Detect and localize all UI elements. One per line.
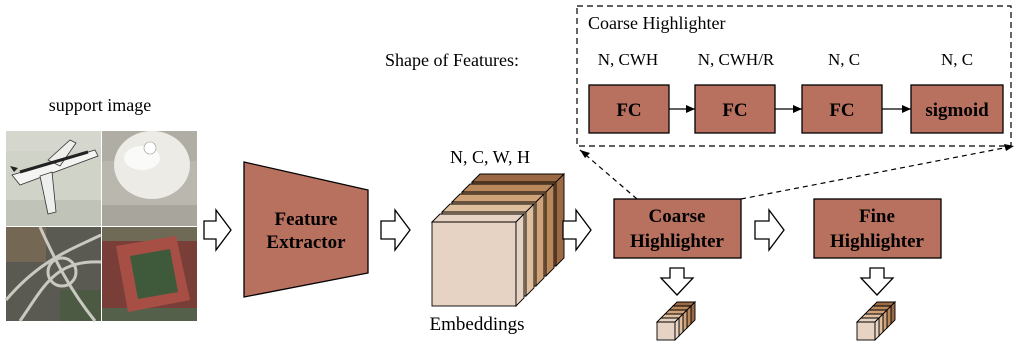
feature-shape-2: N, CWH/R: [698, 50, 775, 69]
fine-highlighter-line1: Fine: [859, 206, 895, 227]
embedding-cube-layer-2: [535, 192, 545, 288]
embedding-cube-layer-4: [470, 173, 566, 183]
flow-arrow-icon: [754, 208, 785, 252]
detail-title: Coarse Highlighter: [588, 13, 725, 33]
fc-block-3-label: FC: [829, 100, 854, 121]
coarse-highlighter-block: [613, 198, 742, 259]
down-arrow-icon: [659, 267, 695, 296]
support-image: [4, 131, 197, 322]
support-tile-airplane: [6, 131, 101, 226]
coarse-output-cube-layer-1: [678, 312, 684, 338]
feature-shape-4: N, C: [941, 50, 973, 69]
embedding-cube-layer-1: [525, 202, 535, 298]
fc-block-1-label: FC: [616, 100, 641, 121]
fine-output-cube-layer-3: [886, 304, 892, 330]
embeddings-cube-stack: [430, 172, 566, 308]
coarse-output-cube-layer-3: [686, 304, 692, 330]
embedding-cube-layer-3: [460, 183, 556, 193]
airplane-icon: [10, 139, 99, 215]
embedding-cube-layer-3: [545, 182, 555, 278]
embedding-cube-layer-1: [440, 203, 536, 213]
support-image-label: support image: [49, 95, 151, 115]
shape-of-features-label: Shape of Features:: [385, 50, 519, 70]
support-tile-interchange: [4, 226, 102, 322]
embedding-cube-layer-2: [450, 193, 546, 203]
coarse-output-cube-layer-4: [690, 300, 696, 326]
feature-extractor-line2: Extractor: [266, 232, 346, 253]
fc-block-2-label: FC: [722, 100, 747, 121]
detail-connector-left: [579, 149, 638, 200]
embedding-cube-layer-0: [515, 212, 525, 308]
embedding-cube-layer-0: [431, 221, 517, 307]
fc-block-3: [801, 84, 883, 134]
coarse-output-cube-layer-2: [682, 308, 688, 334]
fine-highlighter-line2: Highlighter: [830, 231, 925, 252]
coarse-highlighter-line2: Highlighter: [630, 231, 725, 252]
flow-arrow-icon: [562, 208, 592, 252]
detail-connector-right: [740, 145, 1015, 200]
fine-output-cube-stack: [855, 300, 897, 342]
fine-output-cube-layer-4: [890, 300, 896, 326]
sigmoid-block-label: sigmoid: [925, 100, 989, 121]
interchange-road-icon: [4, 226, 102, 322]
coarse-output-cube-stack: [655, 300, 697, 342]
fine-output-cube-layer-2: [882, 308, 888, 334]
embedding-cube-layer-0: [430, 213, 526, 223]
coarse-highlighter-detail-box: [576, 5, 1012, 147]
fc-block-1: [588, 84, 670, 134]
fine-highlighter-block: [813, 198, 942, 259]
feature-extractor-block: [243, 161, 369, 298]
embeddings-label: Embeddings: [430, 314, 525, 335]
coarse-output-cube-layer-0: [656, 321, 676, 341]
coarse-output-cube-layer-0: [674, 316, 680, 342]
feature-shape-3: N, C: [828, 50, 860, 69]
feature-shape-1: N, CWH: [598, 50, 658, 69]
flow-arrow-icon: [203, 208, 232, 252]
flow-arrow-icon: [380, 208, 411, 252]
feature-extractor-line1: Feature: [275, 209, 338, 230]
embeddings-shape-label: N, C, W, H: [450, 147, 530, 167]
fine-output-cube-layer-0: [856, 321, 876, 341]
fine-output-cube-layer-1: [878, 312, 884, 338]
embedding-cube-layer-4: [555, 172, 565, 268]
down-arrow-icon: [859, 267, 895, 296]
coarse-highlighter-line1: Coarse: [649, 206, 706, 227]
sigmoid-block: [910, 84, 1004, 134]
fine-output-cube-layer-0: [874, 316, 880, 342]
support-tile-storage-tank: [102, 131, 197, 226]
support-tile-ground-track-field: [102, 227, 197, 321]
